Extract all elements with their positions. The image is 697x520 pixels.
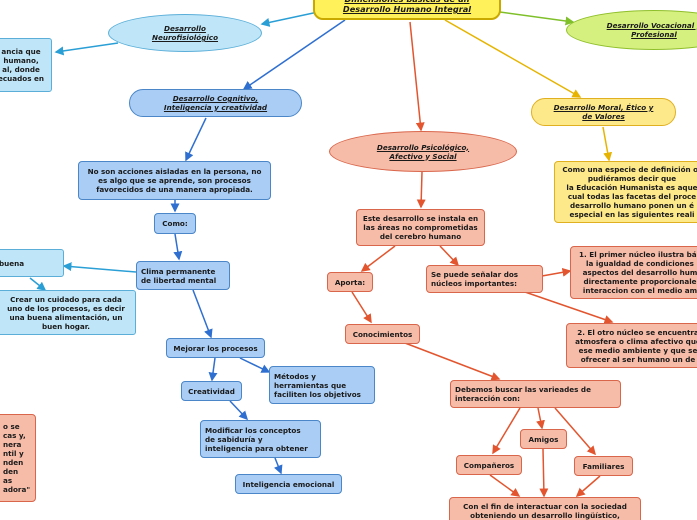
link-como-clima — [173, 233, 183, 261]
topic-cognitivo[interactable]: Desarrollo Cognitivo, Inteligencia y cre… — [129, 89, 302, 117]
nucleos-node-label: Se puede señalar dos núcleos importantes… — [431, 270, 519, 288]
familiares-node[interactable]: Familiares — [574, 456, 633, 476]
clima-node-label: Clima permanente de libertad mental — [141, 266, 217, 285]
nucleo-2-node-label: 2. El otro núcleo se encuentra atmosfera… — [575, 327, 697, 364]
link-moral-text — [602, 126, 613, 162]
cognitivo-description-label: No son acciones aisladas en la persona, … — [87, 167, 262, 194]
left-red-note-label: o se cas y, nera ntil y nden den as ador… — [3, 422, 31, 494]
moral-description[interactable]: Como una especie de definición or pudiér… — [554, 161, 697, 223]
topic-neurofisiologico[interactable]: Desarrollo Neurofisiológico — [108, 14, 262, 52]
link-comp-fin — [489, 474, 521, 497]
variedades-node[interactable]: Debemos buscar las varieades de interacc… — [450, 380, 621, 408]
nucleos-node[interactable]: Se puede señalar dos núcleos importantes… — [426, 265, 543, 293]
modificar-node-label: Modificar los conceptos de sabiduría y i… — [205, 425, 308, 453]
cognitivo-description[interactable]: No son acciones aisladas en la persona, … — [78, 161, 271, 200]
link-root-psico — [409, 21, 425, 132]
emocional-node-label: Inteligencia emocional — [242, 479, 335, 489]
link-mejorar-metodos — [239, 357, 271, 373]
link-psico-instala — [416, 171, 426, 209]
link-nucleos-n2 — [524, 291, 614, 324]
topic-cognitivo-label: Desarrollo Cognitivo, Inteligencia y cre… — [163, 94, 268, 112]
conocimientos-node[interactable]: Conocimientos — [345, 324, 420, 344]
variedades-node-label: Debemos buscar las varieades de interacc… — [455, 385, 591, 403]
como-node[interactable]: Como: — [154, 213, 196, 234]
buena-node-label: buena — [0, 258, 25, 268]
left-red-note[interactable]: o se cas y, nera ntil y nden den as ador… — [0, 414, 36, 502]
metodos-node[interactable]: Métodos y herramientas que faciliten los… — [269, 366, 375, 404]
link-instala-nucleos — [439, 245, 460, 267]
link-creatividad-modificar — [229, 400, 249, 421]
link-var-fam — [554, 407, 596, 456]
link-root-cognitivo — [242, 19, 346, 90]
cuidado-node-label: Crear un cuidado para cada uno de los pr… — [7, 294, 125, 331]
moral-description-label: Como una especie de definición or pudiér… — [562, 165, 697, 219]
topic-neurofisiologico-label: Desarrollo Neurofisiológico — [151, 24, 219, 42]
topic-psicologico-label: Desarrollo Psicológico, Afectivo y Socia… — [376, 142, 470, 161]
link-amigos-fin — [539, 448, 549, 498]
nucleo-2-node[interactable]: 2. El otro núcleo se encuentra atmosfera… — [566, 323, 697, 368]
link-var-comp — [492, 407, 521, 455]
link-clima-buena — [62, 262, 137, 273]
companeros-node[interactable]: Compañeros — [456, 455, 522, 475]
emocional-node[interactable]: Inteligencia emocional — [235, 474, 342, 494]
clima-node[interactable]: Clima permanente de libertad mental — [136, 261, 230, 290]
fin-node[interactable]: Con el fin de interactuar con la socieda… — [449, 497, 641, 520]
instala-node-label: Este desarrollo se instala en las áreas … — [362, 214, 479, 241]
nucleo-1-node[interactable]: 1. El primer núcleo ilustra bás la igual… — [570, 246, 697, 299]
como-node-label: Como: — [162, 219, 188, 228]
cuidado-node[interactable]: Crear un cuidado para cada uno de los pr… — [0, 290, 136, 335]
metodos-node-label: Métodos y herramientas que faciliten los… — [274, 371, 361, 399]
mejorar-node[interactable]: Mejorar los procesos — [166, 338, 265, 358]
topic-vocacional-label: Desarrollo Vocacional y Profesional — [606, 21, 697, 39]
link-root-neuro — [260, 11, 319, 27]
link-neuro-text — [54, 42, 119, 56]
aporta-node[interactable]: Aporta: — [327, 272, 373, 292]
link-nucleos-n1 — [541, 267, 572, 277]
topic-moral[interactable]: Desarrollo Moral, Ético y de Valores — [531, 98, 676, 126]
companeros-node-label: Compañeros — [463, 460, 515, 470]
link-buena-cuidado — [29, 277, 47, 291]
nucleo-1-node-label: 1. El primer núcleo ilustra bás la igual… — [579, 250, 697, 295]
link-clima-mejorar — [192, 289, 213, 339]
creatividad-node[interactable]: Creatividad — [181, 381, 242, 401]
neuro-description[interactable]: ancia que humano, al, donde ecuados en — [0, 38, 52, 92]
amigos-node-label: Amigos — [528, 434, 559, 444]
link-conoc-variedades — [404, 342, 501, 381]
fin-node-label: Con el fin de interactuar con la socieda… — [463, 502, 627, 520]
topic-psicologico[interactable]: Desarrollo Psicológico, Afectivo y Socia… — [329, 131, 517, 172]
root-topic-label: Dimensiones básicas de un Desarrollo Hum… — [342, 0, 472, 14]
link-instala-aporta — [360, 245, 396, 272]
neuro-description-label: ancia que humano, al, donde ecuados en — [0, 47, 44, 83]
creatividad-node-label: Creatividad — [188, 386, 235, 396]
amigos-node[interactable]: Amigos — [520, 429, 567, 449]
modificar-node[interactable]: Modificar los conceptos de sabiduría y i… — [200, 420, 321, 458]
link-var-amigos — [536, 407, 545, 430]
topic-moral-label: Desarrollo Moral, Ético y de Valores — [553, 103, 654, 121]
link-cog-text — [185, 117, 207, 162]
link-aporta-conoc — [351, 291, 372, 324]
instala-node[interactable]: Este desarrollo se instala en las áreas … — [356, 209, 485, 246]
buena-node[interactable]: buena — [0, 249, 64, 277]
link-modificar-emocional — [274, 457, 283, 475]
link-fam-fin — [575, 475, 601, 497]
mejorar-node-label: Mejorar los procesos — [173, 343, 258, 353]
root-topic[interactable]: Dimensiones básicas de un Desarrollo Hum… — [313, 0, 501, 20]
familiares-node-label: Familiares — [582, 461, 625, 471]
conocimientos-node-label: Conocimientos — [352, 329, 413, 339]
link-root-vocacional — [499, 11, 575, 26]
link-root-moral — [444, 19, 582, 98]
link-mejorar-creatividad — [208, 357, 218, 382]
aporta-node-label: Aporta: — [334, 277, 366, 287]
